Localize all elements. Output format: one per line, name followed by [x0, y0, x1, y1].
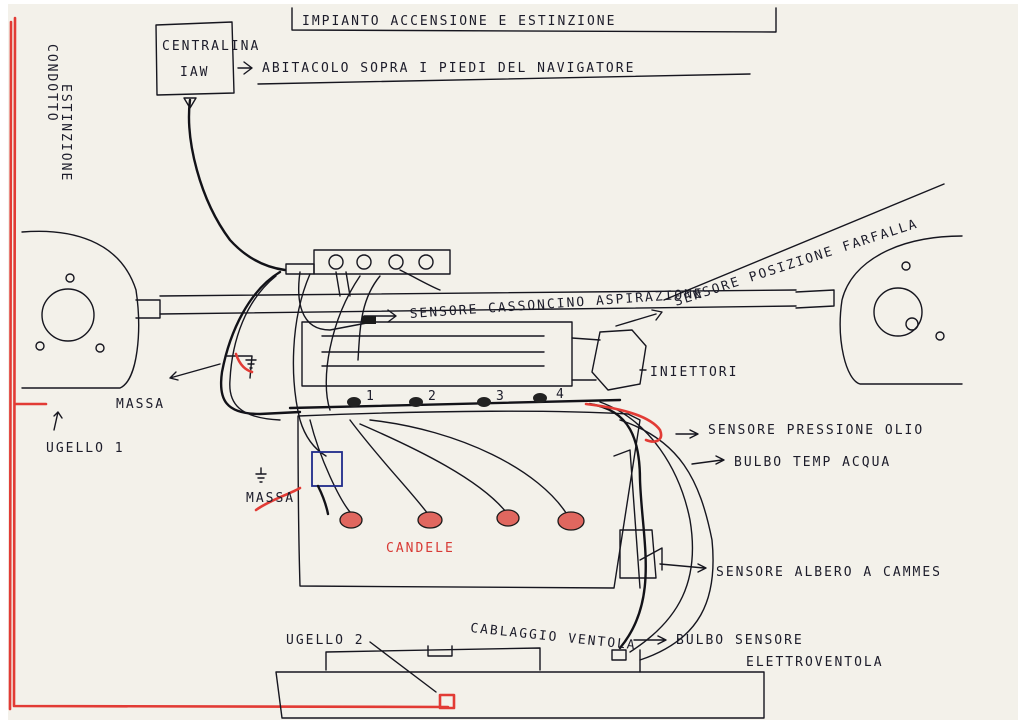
fan-sensor-label-line2: ELETTROVENTOLA	[746, 655, 884, 670]
ecu-label-line2: IAW	[180, 65, 209, 80]
throttle-body	[571, 309, 663, 391]
injector-3: 3	[477, 389, 506, 407]
strut-bar	[159, 289, 797, 315]
wiring-harness	[219, 269, 714, 661]
right-turret	[795, 235, 963, 385]
paper-sheet	[8, 4, 1018, 720]
spark-plugs: CANDELE	[339, 509, 585, 556]
injector-1-number: 1	[366, 389, 376, 404]
injectors-label: INIETTORI	[650, 365, 738, 380]
ground-right-label: MASSA	[246, 491, 295, 506]
nozzle-2-label: UGELLO 2	[286, 633, 365, 648]
injector-2-number: 2	[428, 389, 438, 404]
engine-block	[297, 410, 657, 589]
left-turret	[21, 230, 161, 389]
fuel-rail: 1 2 3 4	[288, 387, 622, 410]
connector-block	[285, 249, 451, 275]
extinguisher-duct: CONDOTTO ESTINZIONE UGELLO 1 UGELLO 2	[8, 16, 456, 711]
ecu-box: CENTRALINA IAW ABITACOLO SOPRA I PIEDI D…	[155, 21, 751, 272]
ground-right: MASSA	[246, 451, 343, 516]
injector-1: 1	[347, 389, 376, 407]
nozzle-1-label: UGELLO 1	[46, 441, 125, 456]
title-box: IMPIANTO ACCENSIONE E ESTINZIONE	[291, 7, 777, 33]
ecu-label-line1: CENTRALINA	[162, 39, 260, 54]
duct-label-line2: ESTINZIONE	[58, 84, 73, 182]
spark-plugs-label: CANDELE	[386, 541, 455, 556]
ground-left: MASSA	[116, 352, 257, 412]
diagram-title: IMPIANTO ACCENSIONE E ESTINZIONE	[302, 14, 616, 29]
injector-3-number: 3	[496, 389, 506, 404]
camshaft-sensor-label: SENSORE ALBERO A CAMMES	[716, 565, 942, 580]
radiator	[275, 645, 765, 719]
spark-plug-1	[339, 511, 363, 529]
oil-pressure-label: SENSORE PRESSIONE OLIO	[708, 423, 924, 438]
spark-plug-3	[496, 509, 520, 527]
water-temp-label: BULBO TEMP ACQUA	[734, 455, 891, 470]
fan-sensor-label-line1: BULBO SENSORE	[676, 633, 804, 648]
injector-4-number: 4	[556, 387, 566, 402]
ground-left-label: MASSA	[116, 397, 165, 412]
injector-2: 2	[409, 389, 438, 407]
duct-label-line1: CONDOTTO	[44, 44, 59, 123]
injector-4: 4	[533, 387, 566, 403]
spark-plug-4	[557, 511, 585, 531]
spark-plug-2	[417, 511, 443, 529]
ecu-location-note: ABITACOLO SOPRA I PIEDI DEL NAVIGATORE	[262, 61, 635, 76]
